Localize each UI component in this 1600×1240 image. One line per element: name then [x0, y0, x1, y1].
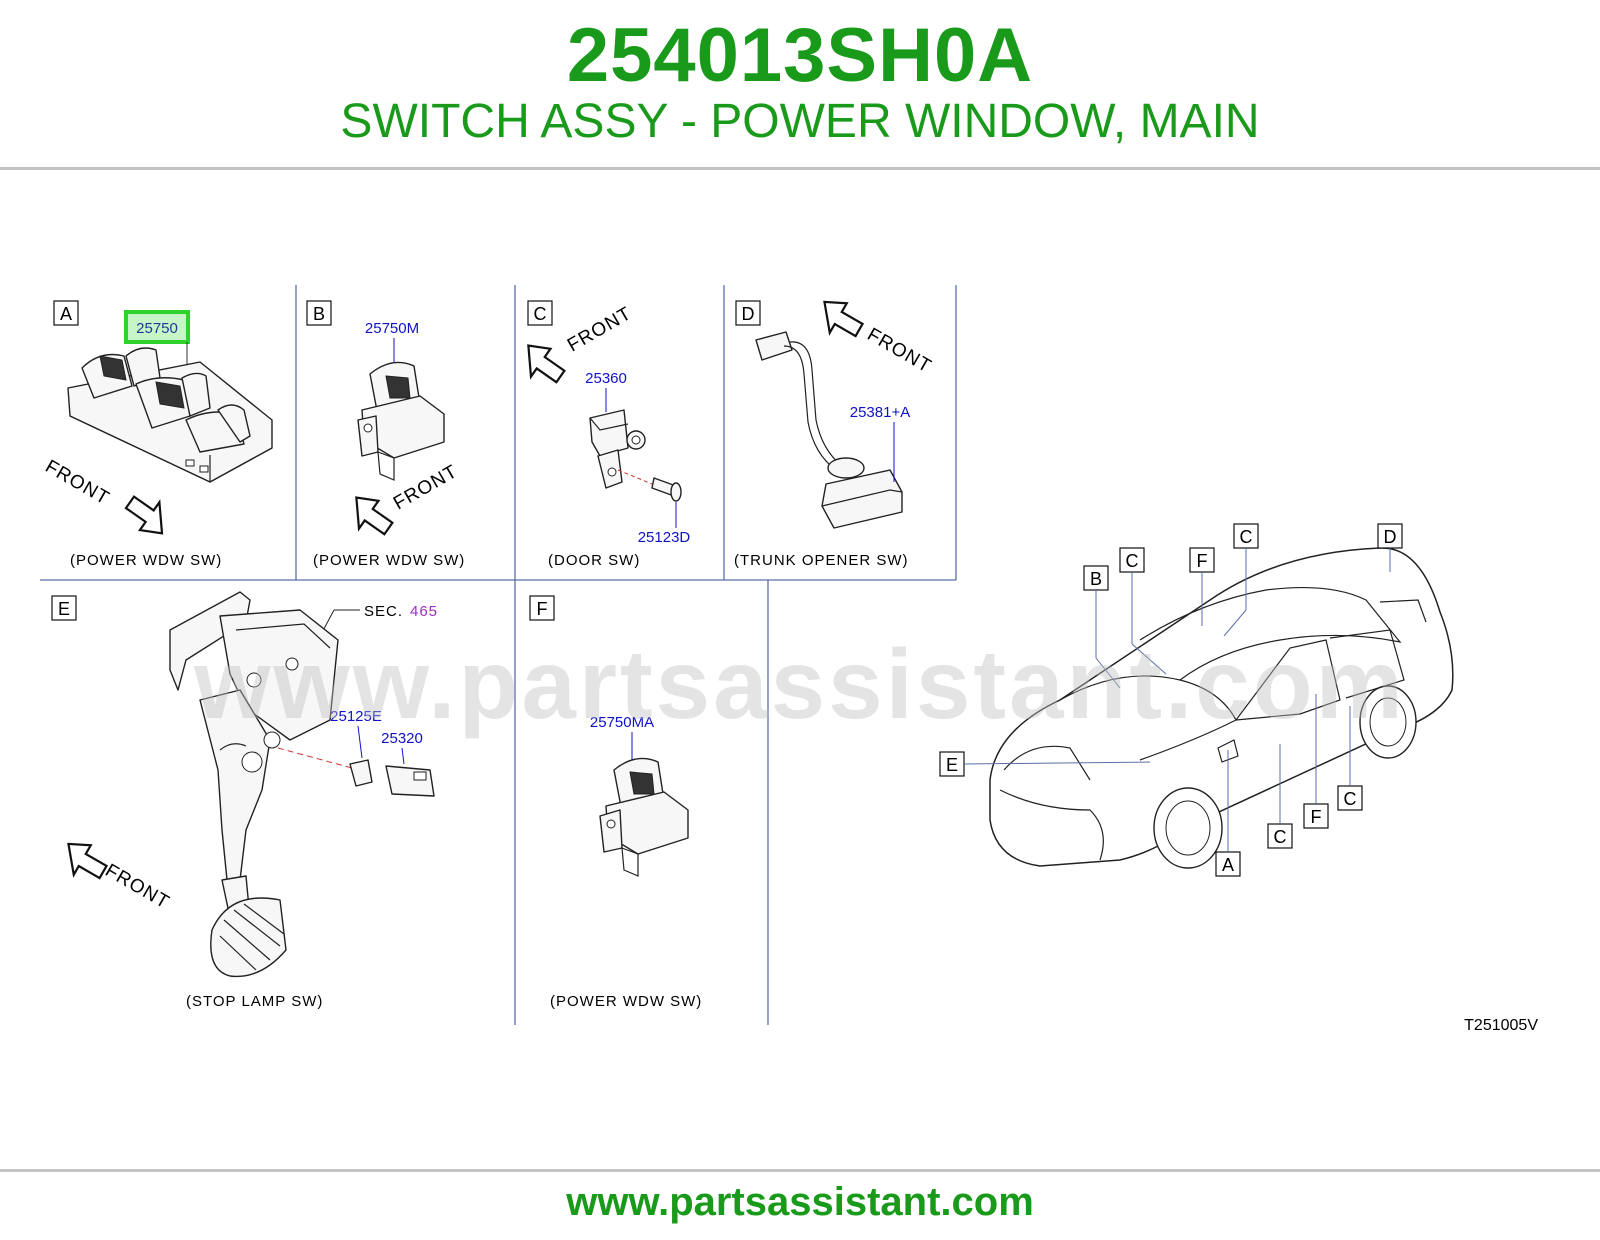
panel-a-front: FRONT [42, 456, 114, 509]
callout-c4[interactable]: C [1267, 744, 1293, 849]
panel-a-ref[interactable]: 25750 [136, 320, 178, 337]
panel-e-ref2[interactable]: 25320 [381, 730, 423, 747]
panel-f-caption: (POWER WDW SW) [550, 993, 702, 1010]
power-window-master-switch [67, 347, 273, 483]
car-overview [989, 547, 1454, 869]
panel-e-front: FRONT [102, 860, 174, 913]
svg-text:F: F [1197, 551, 1208, 571]
power-window-switch-b [357, 361, 445, 481]
panel-a-letter: A [60, 304, 72, 324]
svg-text:D: D [1384, 527, 1397, 547]
footer-url[interactable]: www.partsassistant.com [566, 1180, 1034, 1224]
panel-f-letter: F [537, 599, 548, 619]
front-arrow-e [67, 842, 109, 880]
callout-f1[interactable]: F [1189, 547, 1215, 626]
header: 254013SH0A SWITCH ASSY - POWER WINDOW, M… [0, 0, 1600, 168]
brake-pedal-assembly [169, 591, 339, 978]
part-number: 254013SH0A [566, 13, 1034, 98]
svg-text:C: C [1240, 527, 1253, 547]
panel-c-front: FRONT [564, 303, 636, 356]
diagram-code: T251005V [1464, 1017, 1538, 1034]
panel-b-ref[interactable]: 25750M [365, 320, 419, 337]
callout-d[interactable]: D [1377, 523, 1403, 572]
panel-f-ref[interactable]: 25750MA [590, 714, 654, 731]
panel-c-ref[interactable]: 25360 [585, 370, 627, 387]
panel-a: A 25750 FRONT (POWER WDW SW) [42, 300, 273, 569]
panel-c-caption: (DOOR SW) [548, 552, 640, 569]
screw [651, 477, 682, 502]
callout-f2[interactable]: F [1303, 694, 1329, 829]
front-arrow-d [823, 300, 865, 338]
panel-f: F 25750MA (POWER WDW SW) [529, 595, 702, 1010]
panel-a-caption: (POWER WDW SW) [70, 552, 222, 569]
panel-e-ref[interactable]: 25125E [330, 708, 382, 725]
panel-c: C FRONT 25360 25123D (DOOR SW) [527, 300, 691, 569]
panel-d: D FRONT 25381+A (TRUNK OPENER SW) [734, 300, 936, 569]
panel-e-letter: E [58, 599, 70, 619]
watermark: www.partsassistant.com [194, 629, 1406, 739]
highlight-box [124, 310, 190, 344]
callout-c1[interactable]: C [1119, 547, 1167, 675]
sec-label: SEC. [364, 603, 403, 620]
front-arrow-a [124, 495, 164, 535]
callout-e[interactable]: E [939, 751, 1151, 777]
front-arrow-c [527, 344, 566, 384]
parts-diagram: A 25750 FRONT (POWER WDW SW) [40, 285, 1538, 1034]
panel-b-front: FRONT [390, 461, 462, 514]
panel-b-caption: (POWER WDW SW) [313, 552, 465, 569]
stop-lamp-switch [349, 759, 435, 797]
panel-b: B 25750M FRONT (POWER WDW SW) [306, 300, 465, 569]
sec-number[interactable]: 465 [410, 603, 438, 620]
callout-c3[interactable]: C [1337, 706, 1363, 811]
panel-b-letter: B [313, 304, 325, 324]
front-arrow-b [355, 496, 394, 536]
panel-c-letter: C [534, 304, 547, 324]
panel-d-letter: D [742, 304, 755, 324]
header-divider [0, 167, 1600, 170]
panel-e-caption: (STOP LAMP SW) [186, 993, 323, 1010]
panel-grid [40, 285, 957, 1025]
panel-d-front: FRONT [864, 324, 936, 377]
svg-text:B: B [1090, 569, 1102, 589]
panel-d-caption: (TRUNK OPENER SW) [734, 552, 909, 569]
car-callouts: B C F C D E F [939, 523, 1403, 877]
panel-d-ref[interactable]: 25381+A [850, 404, 910, 421]
callout-c2[interactable]: C [1223, 523, 1259, 637]
callout-a[interactable]: A [1215, 750, 1241, 877]
power-window-switch-f [599, 757, 689, 877]
svg-text:F: F [1311, 807, 1322, 827]
svg-text:A: A [1222, 855, 1234, 875]
panel-c-ref2[interactable]: 25123D [638, 529, 691, 546]
callout-b[interactable]: B [1083, 565, 1121, 689]
trunk-opener-switch [755, 331, 903, 529]
svg-text:E: E [946, 755, 958, 775]
part-description: SWITCH ASSY - POWER WINDOW, MAIN [340, 95, 1260, 148]
door-switch [589, 409, 646, 489]
svg-text:C: C [1126, 551, 1139, 571]
footer-divider [0, 1169, 1600, 1172]
svg-text:C: C [1274, 827, 1287, 847]
svg-text:C: C [1344, 789, 1357, 809]
